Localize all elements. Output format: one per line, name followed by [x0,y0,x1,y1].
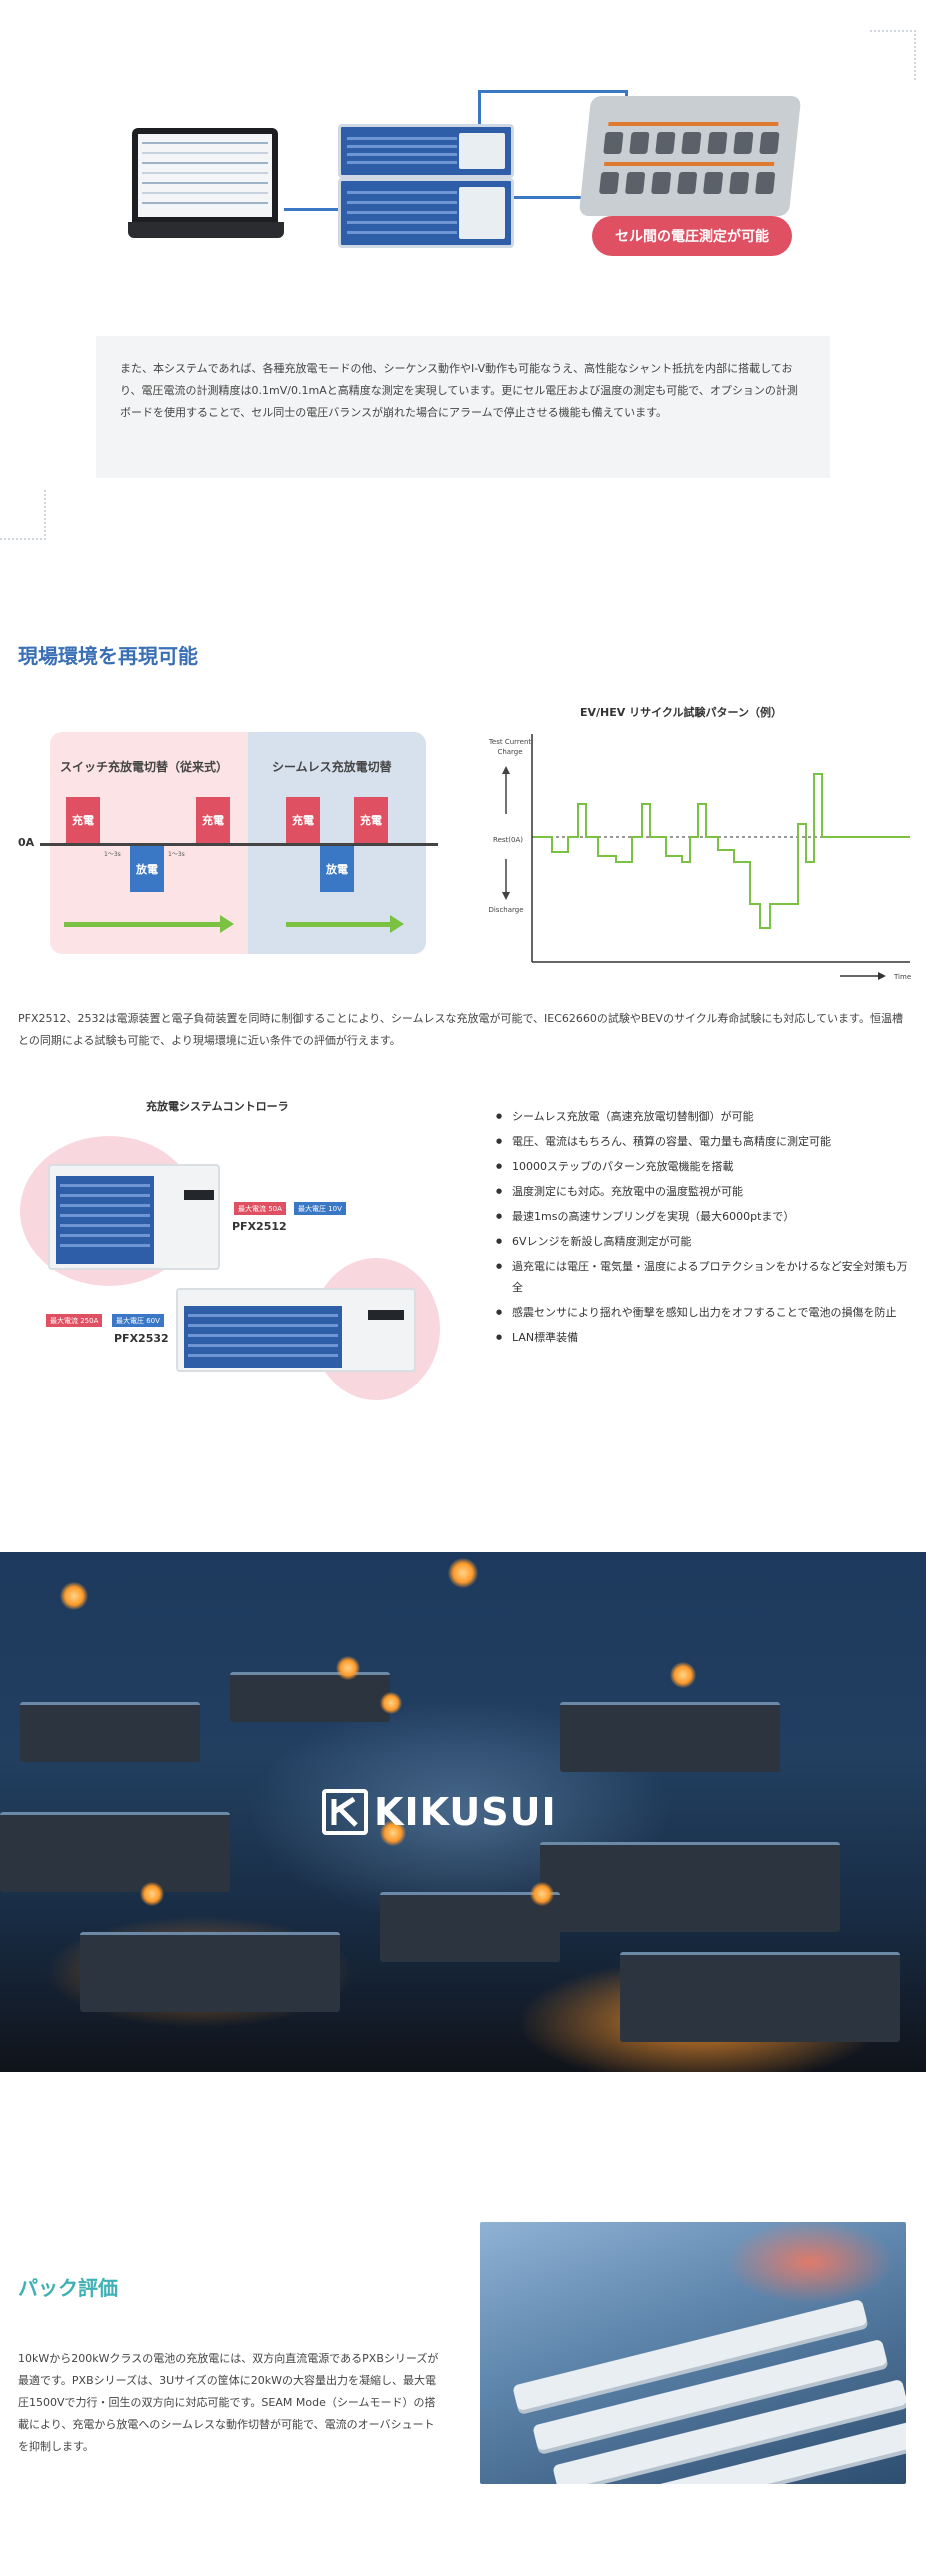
product-section-title: 充放電システムコントローラ [146,1100,289,1113]
dotted-corner-decoration [870,30,916,80]
y-bottom-label: Discharge [488,906,523,914]
hero-banner-image [0,1552,926,2072]
pack-description: 10kWから200kWクラスの電池の充放電には、双方向直流電源であるPXBシリー… [18,2352,439,2453]
instrument-upper [338,124,514,178]
feature-item: シームレス充放電（高速充放電切替制御）が可能 [494,1106,914,1127]
gap-label: 1～3s [168,851,185,858]
pfx2512-current-tag: 最大電流 50A [234,1202,286,1215]
discharge-block: 放電 [320,846,354,892]
pfx2532-image [176,1288,416,1372]
x-label: Time [893,973,911,981]
zero-amp-label: 0A [18,836,35,849]
dotted-corner-decoration [0,490,46,540]
pfx2512-model: PFX2512 [232,1220,287,1233]
feature-item: LAN標準装備 [494,1327,914,1348]
kikusui-logo: KIKUSUI [322,1784,557,1840]
feature-item: 10000ステップのパターン充放電機能を搭載 [494,1156,914,1177]
feature-item: 最速1msの高速サンプリングを実現（最大6000ptまで） [494,1206,914,1227]
pfx2512-voltage-tag: 最大電圧 10V [294,1202,346,1215]
reproduce-description: PFX2512、2532は電源装置と電子負荷装置を同時に制御することにより、シー… [18,1012,903,1047]
connection-line [478,90,481,130]
conventional-label: スイッチ充放電切替（従来式） [60,760,229,774]
pfx2532-model: PFX2532 [114,1332,169,1345]
pattern-chart: Test Current Charge Rest(0A) Discharge T… [488,734,911,981]
pfx2532-voltage-tag: 最大電圧 60V [112,1314,164,1327]
kikusui-logo-mark-icon [322,1789,368,1835]
connection-line [478,90,628,93]
battery-pack-image [578,96,802,216]
connection-line [284,208,340,211]
charge-block: 充電 [196,797,230,843]
pattern-line [534,773,910,929]
cell-voltage-badge: セル間の電圧測定が可能 [592,216,792,256]
pfx2532-current-tag: 最大電流 250A [46,1314,103,1327]
y-top-label: Test Current [488,738,532,746]
kikusui-logo-text: KIKUSUI [374,1790,557,1834]
seamless-label: シームレス充放電切替 [272,760,392,774]
feature-item: 感震センサにより揺れや衝撃を感知し出力をオフすることで電池の損傷を防止 [494,1302,914,1323]
charge-block: 充電 [354,797,388,843]
instrument-lower [338,178,514,248]
discharge-block: 放電 [130,846,164,892]
charge-arrow-head [502,766,510,774]
section-title-pack: パック評価 [18,2276,118,2300]
system-info-box: また、本システムであれば、各種充放電モードの他、シーケンス動作やI-V動作も可能… [96,336,830,478]
green-arrow [286,915,404,933]
feature-item: 過充電には電圧・電気量・温度によるプロテクションをかけるなど安全対策も万全 [494,1256,914,1298]
gap-label: 1～3s [104,851,121,858]
laptop-base [128,222,284,238]
charge-block: 充電 [286,797,320,843]
connection-line [514,196,594,199]
discharge-arrow-head [502,892,510,900]
section-title-reproduce: 現場環境を再現可能 [18,644,198,668]
feature-list: シームレス充放電（高速充放電切替制御）が可能 電圧、電流はもちろん、積算の容量、… [494,1106,914,1352]
pfx2512-image [48,1164,220,1270]
zero-axis-line [40,843,438,846]
charge-block: 充電 [66,797,100,843]
feature-item: 温度測定にも対応。充放電中の温度監視が可能 [494,1181,914,1202]
y-top-label: Charge [497,748,522,756]
feature-item: 電圧、電流はもちろん、積算の容量、電力量も高精度に測定可能 [494,1131,914,1152]
time-arrow-head [878,972,886,980]
pattern-chart-title: EV/HEV リサイクル試験パターン（例） [580,706,783,719]
feature-item: 6Vレンジを新設し高精度測定が可能 [494,1231,914,1252]
system-diagram: セル間の電圧測定が可能 [0,0,926,300]
laptop-icon [132,128,278,223]
y-mid-label: Rest(0A) [493,836,523,844]
battery-pack-photo [480,2222,906,2484]
green-arrow [64,915,234,933]
